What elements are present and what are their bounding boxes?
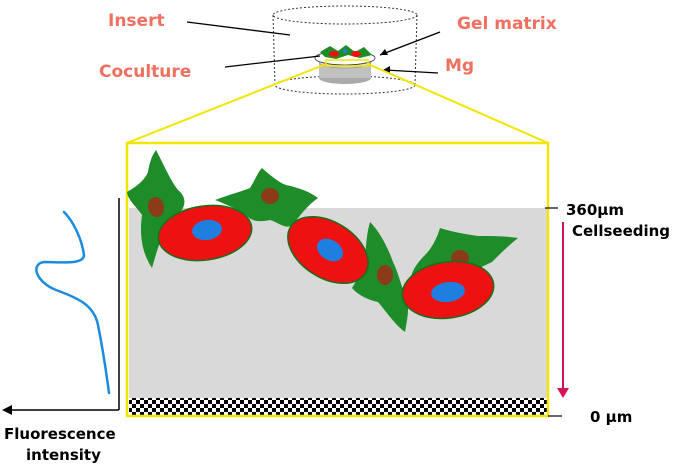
- red-cell-nucleus: [316, 238, 344, 262]
- fluorescence-curve: [35, 210, 111, 395]
- fluorescence-label-line1: Fluorescence: [4, 425, 116, 443]
- gel-matrix-mini: [314, 45, 376, 66]
- depth-top-label: 360µm: [566, 201, 624, 219]
- green-cell-nucleus: [377, 265, 393, 285]
- mg-surface: [129, 398, 547, 415]
- red-cell-nucleus: [431, 281, 465, 303]
- fluorescence-label-line2: intensity: [26, 446, 101, 464]
- coculture-label: Coculture: [99, 62, 191, 82]
- green-cell-nucleus: [261, 188, 279, 204]
- gel-matrix-pointer: [379, 31, 441, 56]
- zoom-line-right: [367, 63, 549, 144]
- cell-seeding-label: Cellseeding: [572, 222, 670, 240]
- insert-pointer: [186, 21, 291, 36]
- mg-pointer: [384, 69, 439, 74]
- zoom-line-left: [126, 63, 327, 144]
- mg-label: Mg: [445, 56, 474, 76]
- coculture-pointer: [224, 55, 321, 68]
- intensity-axis-arrowhead: [2, 405, 12, 415]
- zoom-box: [125, 141, 550, 418]
- gel-matrix-label: Gel matrix: [457, 14, 557, 34]
- insert-label: Insert: [108, 11, 165, 31]
- zoom-marker: [325, 59, 369, 67]
- depth-bottom-label: 0 µm: [590, 408, 632, 426]
- seeding-arrowhead: [557, 388, 569, 398]
- green-cell-nucleus: [147, 197, 165, 217]
- red-cell-nucleus: [192, 219, 222, 241]
